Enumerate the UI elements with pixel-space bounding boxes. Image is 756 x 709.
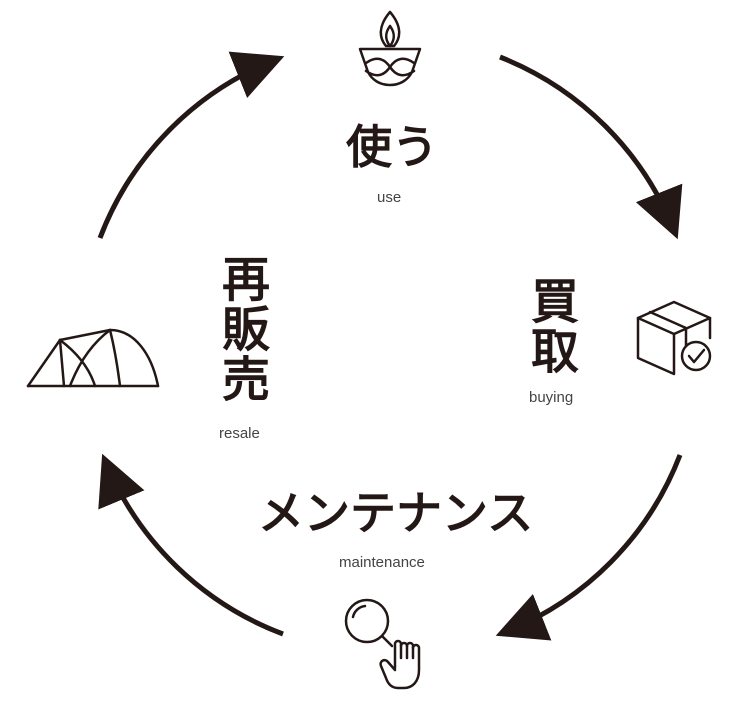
box-check-icon (636, 300, 712, 376)
stage-label-use-en: use (377, 189, 402, 206)
arrow-buying-to-maintenance (495, 454, 683, 641)
stage-label-resale-en: resale (219, 425, 260, 442)
arrow-use-to-buying (499, 54, 683, 240)
tent-icon (26, 328, 160, 388)
arrow-maintenance-to-resale (98, 453, 284, 637)
stage-label-buying-jp: 買取 (522, 276, 578, 376)
magnifier-hand-icon (344, 598, 421, 690)
stage-label-resale-jp: 再販売 (213, 254, 269, 404)
stage-label-use-jp: 使う (346, 120, 438, 174)
arrow-resale-to-use (97, 51, 285, 239)
flame-bowl-icon (358, 10, 422, 87)
stage-label-maintenance-jp: メンテナンス (258, 486, 534, 540)
stage-label-buying-en: buying (529, 389, 574, 406)
stage-label-maintenance-en: maintenance (339, 554, 425, 571)
